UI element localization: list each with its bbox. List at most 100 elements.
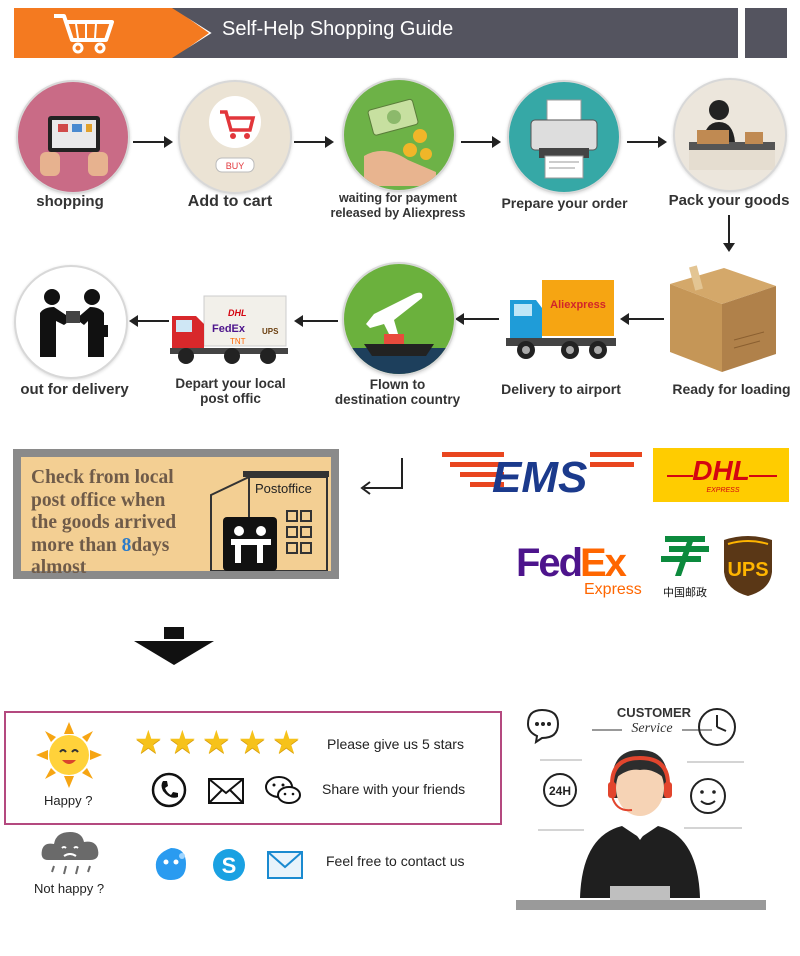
star-icon[interactable]: ★ bbox=[202, 724, 231, 760]
dhl-text: DHL bbox=[692, 455, 750, 486]
buy-button-text: BUY bbox=[226, 161, 245, 171]
sun-happy-icon bbox=[36, 722, 102, 788]
dhl-express-text: EXPRESS bbox=[706, 487, 739, 494]
down-arrow-icon bbox=[134, 627, 214, 665]
step-label-prepare-order: Prepare your order bbox=[501, 195, 628, 211]
flow-arrow bbox=[455, 313, 499, 325]
step-label-pack-goods: Pack your goods bbox=[668, 192, 790, 209]
step-label-flown-line2: destination country bbox=[334, 392, 461, 407]
fedex-fed-text: Fed bbox=[516, 541, 581, 585]
packing-person-icon bbox=[689, 100, 775, 170]
step-label-delivery-airport: Delivery to airport bbox=[501, 381, 621, 397]
add-to-cart-icon: BUY bbox=[209, 96, 261, 173]
phone-icon[interactable] bbox=[150, 771, 188, 809]
dhl-truck-text: DHL bbox=[228, 308, 247, 318]
step-payment-circle bbox=[342, 78, 456, 192]
qq-chat-icon[interactable] bbox=[152, 846, 190, 884]
clock-icon bbox=[698, 708, 736, 746]
postoffice-notice-inner: Check from local post office when the go… bbox=[21, 457, 331, 578]
flow-arrow bbox=[294, 315, 338, 327]
step-shopping-circle bbox=[16, 80, 130, 194]
page-title: Self-Help Shopping Guide bbox=[222, 18, 454, 40]
shopping-cart-icon bbox=[54, 14, 114, 54]
header-banner-accent bbox=[14, 8, 209, 58]
flow-arrow-down bbox=[723, 215, 735, 252]
printer-icon bbox=[530, 99, 598, 179]
postoffice-line4-post: days bbox=[131, 534, 170, 556]
postoffice-building-icon: Postoffice bbox=[210, 471, 329, 571]
fedex-ex-text: Ex bbox=[580, 541, 627, 585]
flow-arrow bbox=[129, 315, 169, 327]
email-icon[interactable] bbox=[207, 776, 245, 806]
ups-truck-text: UPS bbox=[262, 327, 279, 336]
china-post-logo: 中国邮政 bbox=[661, 536, 709, 599]
step-label-out-for-delivery: out for delivery bbox=[20, 381, 129, 398]
step-label-depart-line1: Depart your local bbox=[175, 376, 286, 391]
step-prepare-order-circle bbox=[507, 80, 621, 194]
star-icon[interactable]: ★ bbox=[272, 724, 301, 760]
postoffice-sign: Postoffice bbox=[255, 481, 312, 496]
delivery-handover-icon bbox=[40, 289, 108, 357]
flow-arrow bbox=[133, 136, 173, 148]
email-contact-icon[interactable] bbox=[266, 848, 304, 882]
ups-logo: UPS bbox=[724, 536, 772, 596]
step-out-for-delivery-circle bbox=[14, 265, 128, 379]
step-label-depart-post: Depart your local post offic bbox=[168, 376, 293, 406]
postoffice-line3: the goods arrived bbox=[31, 512, 177, 533]
postoffice-notice: Check from local post office when the go… bbox=[13, 449, 339, 579]
flow-arrow bbox=[461, 136, 501, 148]
postoffice-days-number: 8 bbox=[121, 534, 132, 556]
header-banner-end bbox=[745, 8, 787, 58]
star-icon[interactable]: ★ bbox=[134, 724, 163, 760]
customer-service-panel: CUSTOMER Service 24H bbox=[512, 702, 782, 918]
step-add-to-cart-circle: BUY bbox=[178, 80, 292, 194]
aliexpress-truck-icon: Aliexpress bbox=[506, 280, 616, 359]
flow-arrow bbox=[294, 136, 334, 148]
fedex-express-text: Express bbox=[584, 581, 642, 598]
24h-icon: 24H bbox=[543, 773, 577, 807]
support-agent-icon bbox=[516, 750, 766, 910]
aliexpress-text: Aliexpress bbox=[550, 299, 606, 311]
step-label-flown-line1: Flown to bbox=[369, 377, 426, 392]
step-flown-circle bbox=[342, 262, 456, 376]
customer-service-illustration: CUSTOMER Service 24H bbox=[516, 705, 766, 910]
smiley-icon bbox=[690, 778, 726, 814]
courier-truck-icon: DHL FedEx TNT UPS bbox=[170, 295, 288, 364]
step-pack-goods-circle bbox=[673, 78, 787, 192]
postoffice-line2: post office when bbox=[31, 489, 166, 511]
step-label-shopping: shopping bbox=[36, 193, 104, 210]
ems-text: EMS bbox=[492, 453, 587, 500]
tnt-truck-text: TNT bbox=[230, 337, 246, 346]
stars-request-text: Please give us 5 stars bbox=[327, 736, 464, 752]
ups-text: UPS bbox=[727, 559, 768, 581]
step-label-payment-line1: waiting for payment bbox=[338, 191, 458, 205]
speech-bubble-icon bbox=[526, 708, 560, 745]
airplane-ship-icon bbox=[344, 292, 454, 374]
star-icon[interactable]: ★ bbox=[238, 724, 267, 760]
postoffice-line5: almost bbox=[31, 557, 87, 578]
fedex-truck-text: FedEx bbox=[212, 323, 246, 335]
star-icon[interactable]: ★ bbox=[168, 724, 197, 760]
header-banner bbox=[172, 8, 738, 58]
step-label-flown: Flown to destination country bbox=[320, 377, 475, 407]
return-arrow-icon bbox=[360, 458, 403, 495]
step-label-ready-loading: Ready for loading bbox=[672, 381, 791, 397]
money-hand-icon bbox=[364, 98, 436, 186]
dhl-logo: DHL EXPRESS bbox=[653, 448, 789, 502]
postoffice-line1: Check from local bbox=[31, 467, 174, 488]
step-label-add-to-cart: Add to cart bbox=[187, 193, 273, 210]
happy-label: Happy ? bbox=[44, 793, 93, 808]
contact-text: Feel free to contact us bbox=[326, 853, 465, 869]
postoffice-line4-pre: more than bbox=[31, 534, 122, 556]
flow-arrow bbox=[627, 136, 667, 148]
skype-icon[interactable]: S bbox=[210, 846, 248, 884]
service-text: Service bbox=[631, 721, 672, 736]
ems-logo: EMS bbox=[442, 452, 642, 500]
wechat-icon[interactable] bbox=[264, 774, 302, 806]
fedex-logo: Fed Ex Express bbox=[516, 541, 642, 598]
rain-cloud-sad-icon bbox=[41, 832, 99, 875]
not-happy-label: Not happy ? bbox=[34, 881, 105, 896]
share-text: Share with your friends bbox=[322, 781, 466, 797]
postoffice-line4: more than 8days bbox=[31, 535, 211, 558]
customer-text: CUSTOMER bbox=[617, 705, 692, 720]
